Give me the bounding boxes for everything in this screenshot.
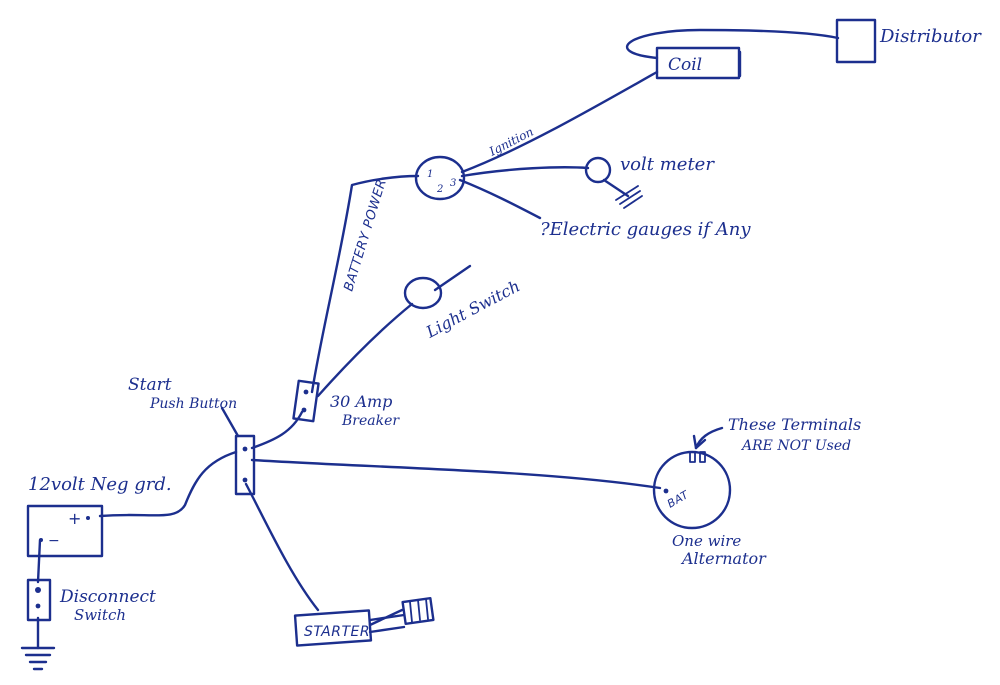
ground-wire [36, 538, 42, 584]
battery-minus: − [48, 533, 60, 549]
volt-meter-label: volt meter [620, 154, 715, 175]
alternator-label-1: One wire [672, 532, 741, 550]
battery-label: 12volt Neg grd. [28, 474, 172, 495]
disconnect-label-1: Disconnect [59, 587, 156, 607]
battery: 12volt Neg grd. + − [26, 474, 172, 558]
start-button-label-1: Start [128, 375, 172, 395]
distributor-label: Distributor [879, 26, 982, 47]
terminals-note-label-2: ARE NOT Used [740, 438, 851, 454]
disconnect-label-2: Switch [74, 606, 126, 624]
alternator-terminal-label: BAT [665, 488, 692, 511]
volt-meter: volt meter [584, 154, 715, 209]
light-switch-label: Light Switch [422, 276, 523, 342]
light-switch: Light Switch [403, 276, 523, 342]
gauges-wire [458, 178, 542, 220]
starter-label: STARTER [304, 624, 370, 640]
coil-distributor-wire [625, 28, 840, 60]
amp-breaker-label-1: 30 Amp [330, 392, 392, 411]
ignition-terminal-1: 1 [427, 169, 433, 180]
volt-meter-wire [460, 166, 590, 178]
coil-label: Coil [668, 55, 702, 75]
light-switch-stub [433, 264, 472, 292]
terminals-note: These Terminals ARE NOT Used [692, 415, 861, 454]
battery-power-wire [310, 174, 420, 394]
alternator-wire [250, 458, 662, 490]
distributor: Distributor [835, 18, 982, 64]
starter-wire [244, 482, 320, 612]
battery-power-label: BATTERY POWER [341, 177, 389, 293]
terminals-note-label-1: These Terminals [728, 415, 861, 434]
ignition-wire [460, 70, 659, 174]
amp-breaker-label-2: Breaker [341, 413, 400, 429]
ignition-terminal-2: 2 [436, 184, 443, 195]
ignition-terminal-3: 3 [450, 178, 456, 189]
light-switch-wire [316, 302, 414, 398]
disconnect-switch: Disconnect Switch [26, 578, 156, 624]
start-button-label-2: Push Button [149, 396, 237, 412]
start-push-button: Start Push Button [128, 375, 256, 496]
button-breaker-wire [250, 410, 304, 450]
battery-wire [98, 450, 238, 518]
coil: Coil [655, 46, 742, 80]
ground-symbol [20, 646, 56, 671]
one-wire-alternator: BAT One wire Alternator [652, 450, 767, 568]
alternator-label-2: Alternator [680, 549, 767, 568]
starter: STARTER [293, 596, 435, 647]
electric-gauges-label: ?Electric gauges if Any [540, 219, 751, 240]
amp-breaker: 30 Amp Breaker [292, 379, 400, 429]
battery-plus: + [68, 509, 82, 528]
ignition-switch: 1 2 3 [414, 155, 466, 201]
